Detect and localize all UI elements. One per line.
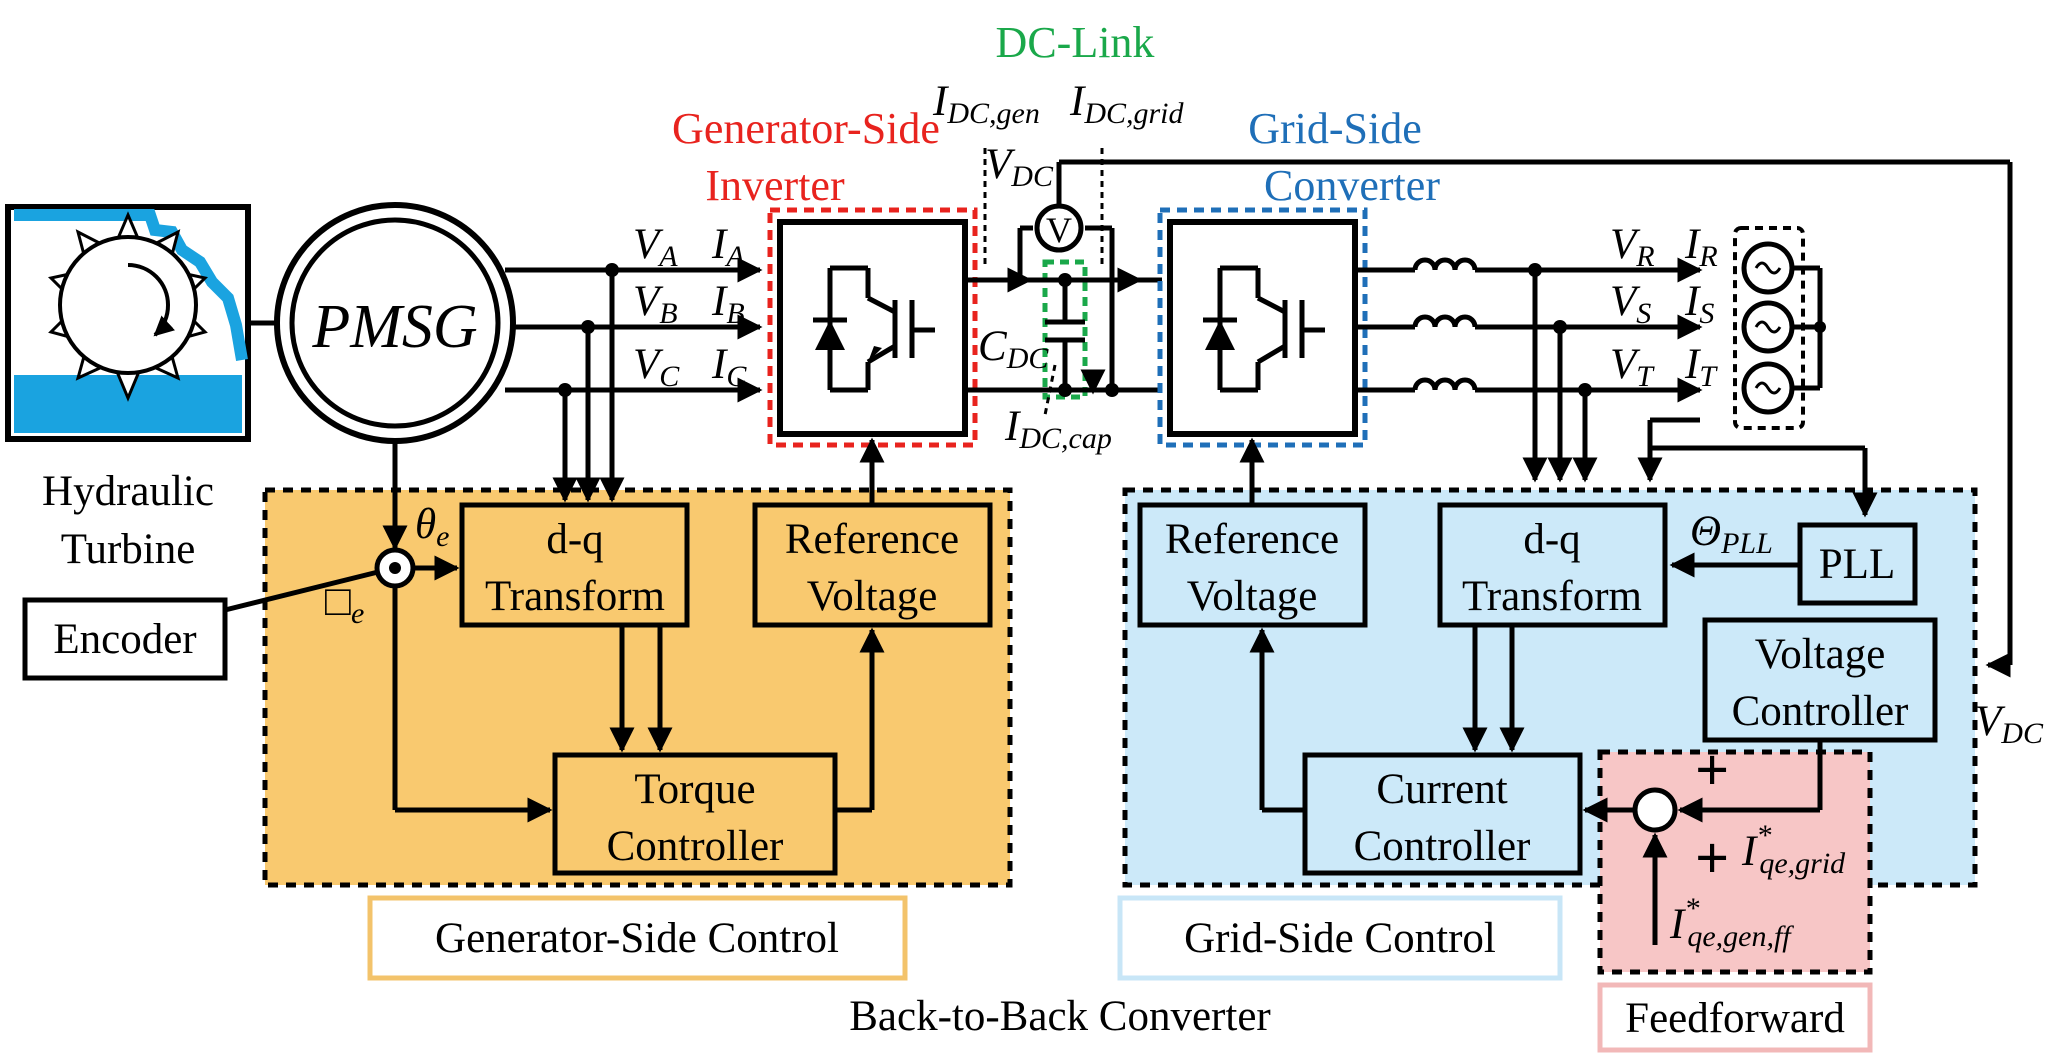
- svg-text:CDC: CDC: [978, 323, 1049, 375]
- grid-converter-block: [1167, 219, 1358, 437]
- feedforward-label-box: [1597, 982, 1873, 1053]
- dc-link-title: DC-Link: [996, 18, 1155, 67]
- turbine-label-1: Hydraulic: [42, 468, 214, 515]
- ac-source-icon: [1741, 241, 1826, 415]
- grid-dq-transform-block: [1437, 502, 1668, 628]
- svg-text:Voltage: Voltage: [807, 573, 938, 620]
- gen-inverter-title-2: Inverter: [705, 161, 845, 210]
- svg-text:VS: VS: [1610, 278, 1651, 330]
- hydraulic-turbine-icon: [5, 204, 251, 442]
- svg-text:IT: IT: [1684, 341, 1718, 393]
- grid-converter-boundary: [1157, 207, 1368, 448]
- encoder-block: [22, 597, 228, 681]
- svg-text:Torque: Torque: [634, 766, 755, 813]
- dc-link-labels: IDC,gen IDC,grid VDC CDC IDC,cap: [932, 78, 1185, 455]
- svg-text:IDC,grid: IDC,grid: [1069, 78, 1185, 130]
- svg-text:d-q: d-q: [546, 516, 603, 563]
- svg-text:VT: VT: [1610, 341, 1655, 393]
- svg-text:Voltage: Voltage: [1187, 573, 1318, 620]
- gen-inverter-title-1: Generator-Side: [672, 104, 940, 153]
- svg-text:Controller: Controller: [1732, 688, 1909, 735]
- gen-inverter-boundary: [767, 207, 978, 448]
- svg-text:I*qe,grid: I*qe,grid: [1741, 819, 1846, 880]
- pll-block: [1797, 522, 1918, 606]
- svg-text:Encoder: Encoder: [53, 616, 196, 663]
- svg-text:IDC,cap: IDC,cap: [1004, 403, 1112, 455]
- grid-control-label-box: [1117, 895, 1563, 981]
- svg-text:Current: Current: [1376, 766, 1507, 813]
- turbine-label-2: Turbine: [61, 526, 196, 573]
- svg-text:VA: VA: [633, 221, 678, 273]
- svg-text:Feedforward: Feedforward: [1625, 995, 1845, 1042]
- svg-text:PLL: PLL: [1819, 541, 1895, 588]
- svg-text:IB: IB: [711, 278, 745, 330]
- grid-converter-title-1: Grid-Side: [1248, 104, 1422, 153]
- grid-converter-title-2: Converter: [1264, 161, 1440, 210]
- svg-text:ΘPLL: ΘPLL: [1690, 508, 1773, 560]
- gen-reference-voltage-block: [752, 502, 993, 628]
- current-controller-block: [1302, 752, 1583, 876]
- b2b-label: Back-to-Back Converter: [849, 993, 1270, 1040]
- svg-text:Transform: Transform: [1462, 573, 1642, 620]
- svg-text:IA: IA: [711, 221, 745, 273]
- svg-text:θe: θe: [415, 501, 449, 553]
- pmsg-label: PMSG: [311, 293, 477, 361]
- gen-inverter-block: [777, 219, 968, 437]
- pmsg-machine: [274, 202, 516, 444]
- svg-text:Generator-Side Control: Generator-Side Control: [435, 915, 839, 962]
- svg-text:VC: VC: [633, 341, 680, 393]
- svg-text:I*qe,gen,ff: I*qe,gen,ff: [1669, 892, 1794, 953]
- svg-text:+: +: [1695, 825, 1729, 891]
- svg-text:Voltage: Voltage: [1755, 631, 1886, 678]
- svg-text:+: +: [1695, 737, 1729, 803]
- grid-phase-labels: VR IR VS IS VT IT: [1610, 221, 1718, 393]
- svg-text:VDC: VDC: [1975, 698, 2044, 750]
- svg-text:VR: VR: [1610, 221, 1655, 273]
- svg-text:IDC,gen: IDC,gen: [932, 78, 1040, 130]
- summing-junction-icon: [1632, 787, 1678, 833]
- svg-text:IS: IS: [1684, 278, 1714, 330]
- svg-text:IC: IC: [711, 341, 747, 393]
- gen-dq-transform-block: [459, 502, 690, 628]
- gen-control-label-box: [367, 895, 908, 981]
- svg-text:Transform: Transform: [485, 573, 665, 620]
- svg-text:□e: □e: [325, 578, 364, 630]
- feedforward-region: [1597, 749, 1873, 975]
- grid-reference-voltage-block: [1137, 502, 1368, 628]
- svg-text:Reference: Reference: [785, 516, 959, 563]
- svg-text:VB: VB: [633, 278, 678, 330]
- svg-text:VDC: VDC: [985, 141, 1054, 193]
- gen-phase-labels: VA IA VB IB VC IC: [633, 221, 747, 393]
- svg-text:Reference: Reference: [1165, 516, 1339, 563]
- svg-text:IR: IR: [1684, 221, 1718, 273]
- svg-text:Controller: Controller: [607, 823, 784, 870]
- svg-text:Grid-Side Control: Grid-Side Control: [1184, 915, 1496, 962]
- torque-controller-block: [552, 752, 838, 876]
- svg-text:Controller: Controller: [1354, 823, 1531, 870]
- svg-text:d-q: d-q: [1523, 516, 1580, 563]
- svg-text:V: V: [1046, 210, 1072, 250]
